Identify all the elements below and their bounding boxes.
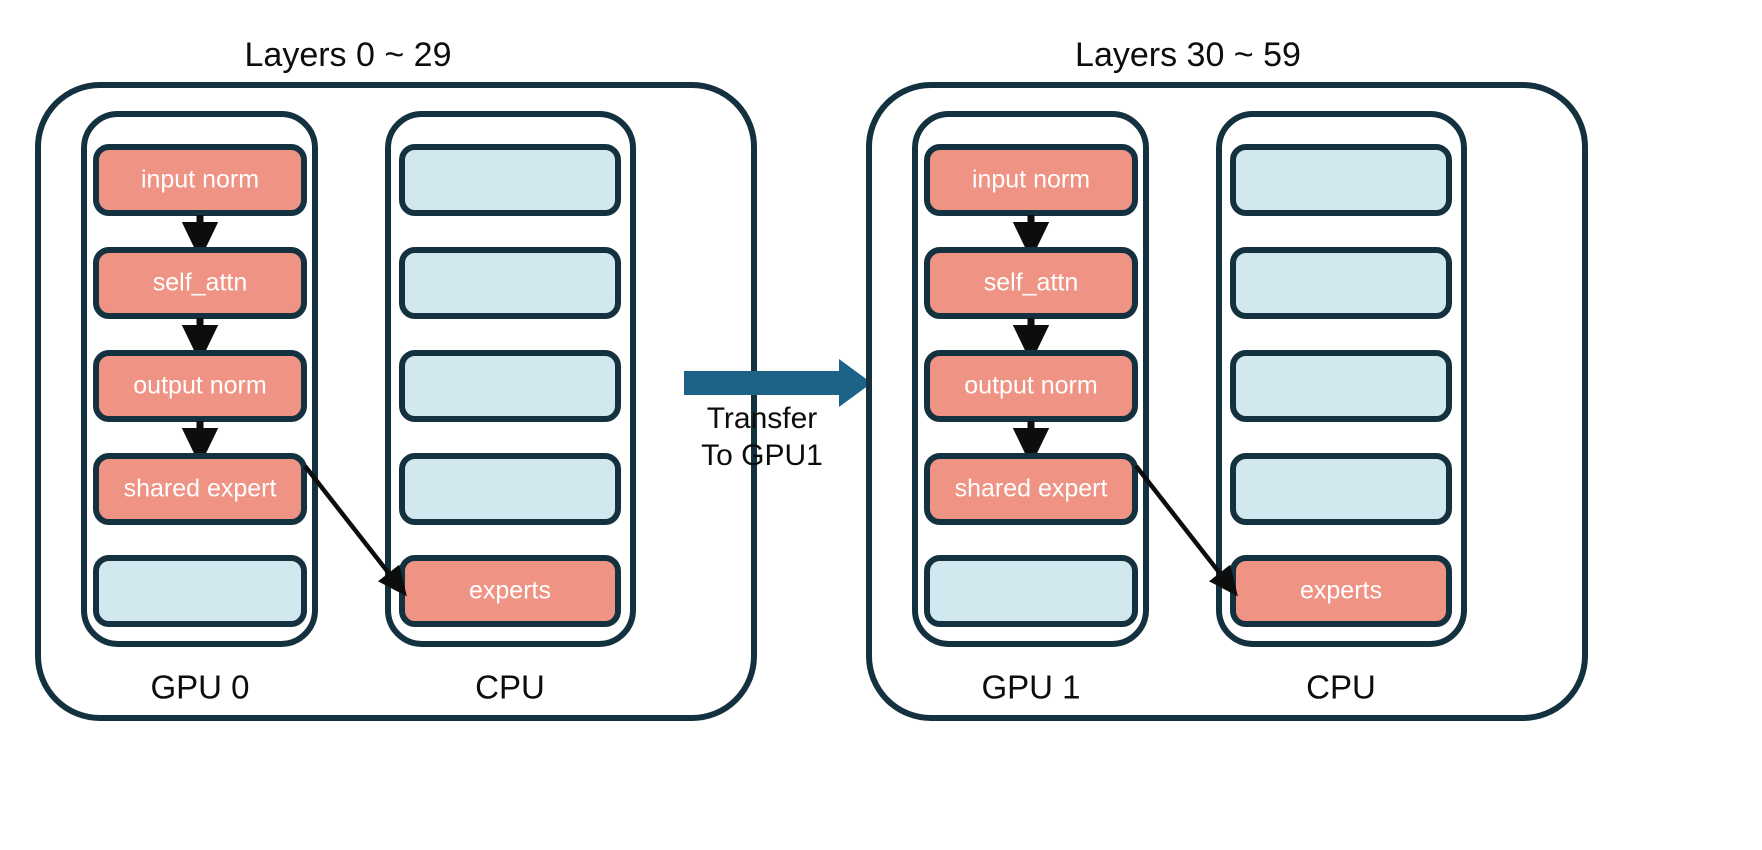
block-label-output-norm-gpu0: output norm bbox=[133, 372, 266, 400]
group-left: Layers 0 ~ 29 input norm self_attn outpu… bbox=[35, 36, 757, 721]
block-self-attn-gpu0[interactable] bbox=[93, 247, 307, 319]
block-label-input-norm-gpu0: input norm bbox=[141, 166, 259, 194]
block-output-norm-gpu0[interactable] bbox=[93, 350, 307, 422]
column-gpu1: input norm self_attn output norm shared … bbox=[912, 111, 1149, 706]
block-label-output-norm-gpu1: output norm bbox=[964, 372, 1097, 400]
block-label-self-attn-gpu0: self_attn bbox=[153, 269, 248, 297]
block-empty-cpu0-3[interactable] bbox=[399, 350, 621, 422]
column-caption-gpu0: GPU 0 bbox=[150, 669, 249, 706]
block-shared-expert-gpu1[interactable] bbox=[924, 453, 1138, 525]
block-empty-gpu1-5[interactable] bbox=[924, 555, 1138, 627]
block-label-experts-cpu0: experts bbox=[469, 577, 551, 605]
group-right: Layers 30 ~ 59 input norm self_attn outp… bbox=[866, 36, 1588, 721]
group-title-right: Layers 30 ~ 59 bbox=[1075, 36, 1301, 74]
transfer-arrow-icon bbox=[684, 359, 872, 407]
block-empty-cpu1-2[interactable] bbox=[1230, 247, 1452, 319]
block-empty-cpu1-1[interactable] bbox=[1230, 144, 1452, 216]
column-caption-cpu1: CPU bbox=[1306, 669, 1376, 706]
block-label-shared-expert-gpu0: shared expert bbox=[124, 475, 277, 503]
column-gpu0: input norm self_attn output norm shared … bbox=[81, 111, 318, 706]
block-output-norm-gpu1[interactable] bbox=[924, 350, 1138, 422]
block-empty-cpu0-1[interactable] bbox=[399, 144, 621, 216]
column-caption-gpu1: GPU 1 bbox=[981, 669, 1080, 706]
transfer-label-line2: To GPU1 bbox=[701, 439, 823, 472]
offload-arrow-left bbox=[303, 464, 407, 597]
block-input-norm-gpu0[interactable] bbox=[93, 144, 307, 216]
block-self-attn-gpu1[interactable] bbox=[924, 247, 1138, 319]
transfer-connector: Transfer To GPU1 bbox=[684, 359, 872, 472]
block-input-norm-gpu1[interactable] bbox=[924, 144, 1138, 216]
transfer-label-line1: Transfer bbox=[707, 402, 818, 435]
block-label-input-norm-gpu1: input norm bbox=[972, 166, 1090, 194]
column-cpu1: experts CPU bbox=[1216, 111, 1467, 706]
column-caption-cpu0: CPU bbox=[475, 669, 545, 706]
block-empty-cpu1-4[interactable] bbox=[1230, 453, 1452, 525]
block-empty-gpu0-5[interactable] bbox=[93, 555, 307, 627]
block-label-shared-expert-gpu1: shared expert bbox=[955, 475, 1108, 503]
offload-arrow-right bbox=[1134, 464, 1238, 597]
column-cpu0: experts CPU bbox=[385, 111, 636, 706]
block-shared-expert-gpu0[interactable] bbox=[93, 453, 307, 525]
block-empty-cpu0-2[interactable] bbox=[399, 247, 621, 319]
block-empty-cpu1-3[interactable] bbox=[1230, 350, 1452, 422]
group-title-left: Layers 0 ~ 29 bbox=[245, 36, 452, 74]
block-label-self-attn-gpu1: self_attn bbox=[984, 269, 1079, 297]
block-label-experts-cpu1: experts bbox=[1300, 577, 1382, 605]
block-empty-cpu0-4[interactable] bbox=[399, 453, 621, 525]
